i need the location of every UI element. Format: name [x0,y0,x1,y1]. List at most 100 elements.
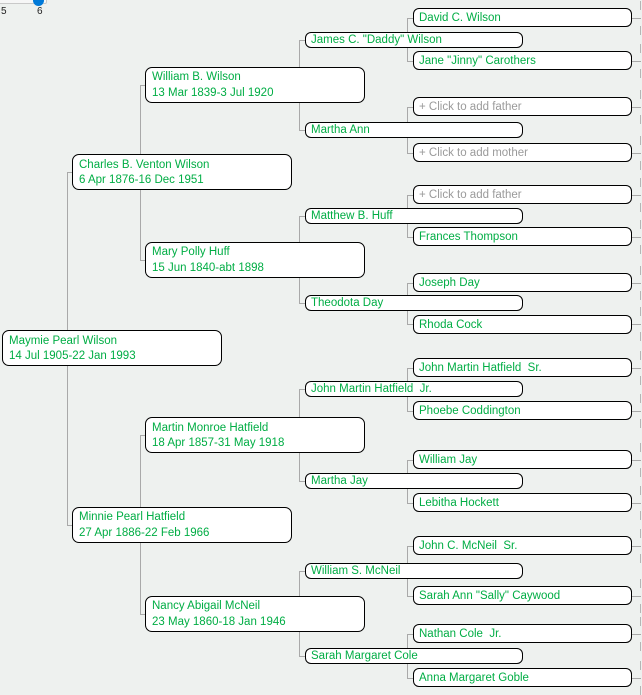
person-name: Maymie Pearl Wilson [9,334,117,347]
person-name: Nancy Abigail McNeil [152,600,261,612]
person-name: Joseph Day [419,277,480,289]
person-box-anna[interactable]: Anna Margaret Goble [413,668,632,687]
offscreen-edge-tick [639,290,641,300]
offscreen-edge-tick [639,43,641,53]
slider-handle[interactable] [33,0,44,6]
connector-stub-offscreen-add-f2 [632,194,641,196]
offscreen-edge-tick [639,244,641,254]
offscreen-edge-tick [639,350,641,360]
person-box-rhoda[interactable]: Rhoda Cock [413,314,632,334]
person-box-matthew[interactable]: Matthew B. Huff [305,207,523,224]
person-dates: 15 Jun 1840-abt 1898 [152,261,264,274]
connector-stub-offscreen-add-m1 [632,152,641,154]
offscreen-edge-tick [639,25,641,35]
offscreen-edge-tick [639,485,641,495]
offscreen-edge-tick [639,393,641,403]
connector-stub-father-martha-ann [407,106,413,108]
person-dates: 23 May 1860-18 Jan 1946 [152,615,286,628]
person-name: Martin Monroe Hatfield [152,421,269,434]
person-box-theodota[interactable]: Theodota Day [305,295,523,311]
connector-stub-offscreen-phoebe [632,410,641,412]
slider-track[interactable] [0,0,47,4]
connector-stub-father-martin [299,389,305,390]
connector-stub-mother-john-jr [407,410,413,412]
person-box-martha-ann[interactable]: Martha Ann [305,121,523,138]
person-box-john-jr[interactable]: John Martin Hatfield Jr. [305,381,523,397]
person-name: William B. Wilson [152,71,241,83]
person-box-sarah-ann[interactable]: Sarah Ann "Sally" Caywood [413,586,632,605]
person-name: William S. McNeil [311,564,401,577]
add-parent-label: + Click to add father [419,189,522,201]
connector-stub-offscreen-william-jay [632,459,641,461]
person-name: Charles B. Venton Wilson [79,158,210,171]
person-box-nancy[interactable]: Nancy Abigail McNeil 23 May 1860-18 Jan 1… [145,595,365,632]
person-name: Frances Thompson [419,231,518,243]
connector-stub-offscreen-nathan [632,633,641,635]
person-box-william-s[interactable]: William S. McNeil [305,562,523,579]
add-father-button-add-f1[interactable]: + Click to add father [413,97,632,116]
person-box-mary-polly[interactable]: Mary Polly Huff 15 Jun 1840-abt 1898 [145,241,365,278]
offscreen-edge-tick [639,177,641,187]
offscreen-edge-tick [639,0,641,10]
person-dates: 18 Apr 1857-31 May 1918 [152,437,285,449]
offscreen-edge-tick [639,467,641,477]
offscreen-edge-tick [639,160,641,170]
connector-stub-offscreen-jane [632,60,641,62]
connector-stub-offscreen-sarah-ann [632,595,641,597]
person-box-joseph[interactable]: Joseph Day [413,273,632,292]
connector-stub-mother-maymie [67,524,72,526]
connector-stub-offscreen-add-f1 [632,106,641,108]
person-box-sarah-cole[interactable]: Sarah Margaret Cole [305,647,523,664]
connector-stub-father-sarah-cole [407,633,413,635]
connector-stub-mother-nancy [299,655,305,657]
offscreen-edge-tick [639,553,641,563]
generation-slider: 5 6 [0,0,70,22]
person-box-john-sr[interactable]: John Martin Hatfield Sr. [413,358,632,377]
person-box-charles[interactable]: Charles B. Venton Wilson 6 Apr 1876-16 De… [72,154,292,190]
person-name: Mary Polly Huff [152,246,230,258]
person-box-william-jay[interactable]: William Jay [413,450,632,469]
person-box-nathan[interactable]: Nathan Cole Jr. [413,624,632,643]
person-box-james[interactable]: James C. "Daddy" Wilson [305,31,523,48]
add-father-button-add-f2[interactable]: + Click to add father [413,185,632,204]
person-name: John Martin Hatfield Jr. [311,383,432,395]
person-box-martin[interactable]: Martin Monroe Hatfield 18 Apr 1857-31 May… [145,417,365,453]
person-box-william-b[interactable]: William B. Wilson 13 Mar 1839-3 Jul 1920 [145,66,365,103]
offscreen-edge-tick [639,265,641,275]
person-dates: 6 Apr 1876-16 Dec 1951 [79,174,204,186]
person-box-jane[interactable]: Jane "Jinny" Carothers [413,51,632,70]
offscreen-edge-tick [639,307,641,316]
connector-stub-offscreen-david [632,17,641,19]
person-box-martha-jay[interactable]: Martha Jay [305,473,523,489]
person-box-frances[interactable]: Frances Thompson [413,227,632,246]
person-name: Anna Margaret Goble [419,672,529,684]
add-parent-label: + Click to add mother [419,147,528,159]
offscreen-edge-tick [639,442,641,452]
person-box-john-mcneil[interactable]: John C. McNeil Sr. [413,536,632,555]
person-box-david[interactable]: David C. Wilson [413,8,632,27]
person-name: Rhoda Cock [419,318,483,331]
person-box-phoebe[interactable]: Phoebe Coddington [413,401,632,420]
person-dates: 13 Mar 1839-3 Jul 1920 [152,86,274,99]
connector-stub-offscreen-john-mcneil [632,545,641,547]
connector-stub-offscreen-joseph [632,282,641,284]
connector-stub-father-matthew [407,194,413,196]
offscreen-edge-tick [639,375,641,385]
person-name: Theodota Day [311,297,384,309]
person-box-lebitha[interactable]: Lebitha Hockett [413,493,632,512]
offscreen-edge-tick [639,202,641,212]
connector-stub-offscreen-john-sr [632,367,641,369]
person-name: William Jay [419,454,478,466]
person-name: Sarah Ann "Sally" Caywood [419,590,561,602]
connector-stub-father-theodota [407,282,413,284]
offscreen-edge-tick [639,68,641,78]
connector-stub-mother-james [407,60,413,62]
offscreen-edge-tick [639,603,641,613]
add-mother-button-add-m1[interactable]: + Click to add mother [413,143,632,162]
connector-stub-mother-martha-jay [407,502,413,504]
offscreen-edge-tick [639,332,641,341]
person-name: Martha Jay [311,475,368,487]
